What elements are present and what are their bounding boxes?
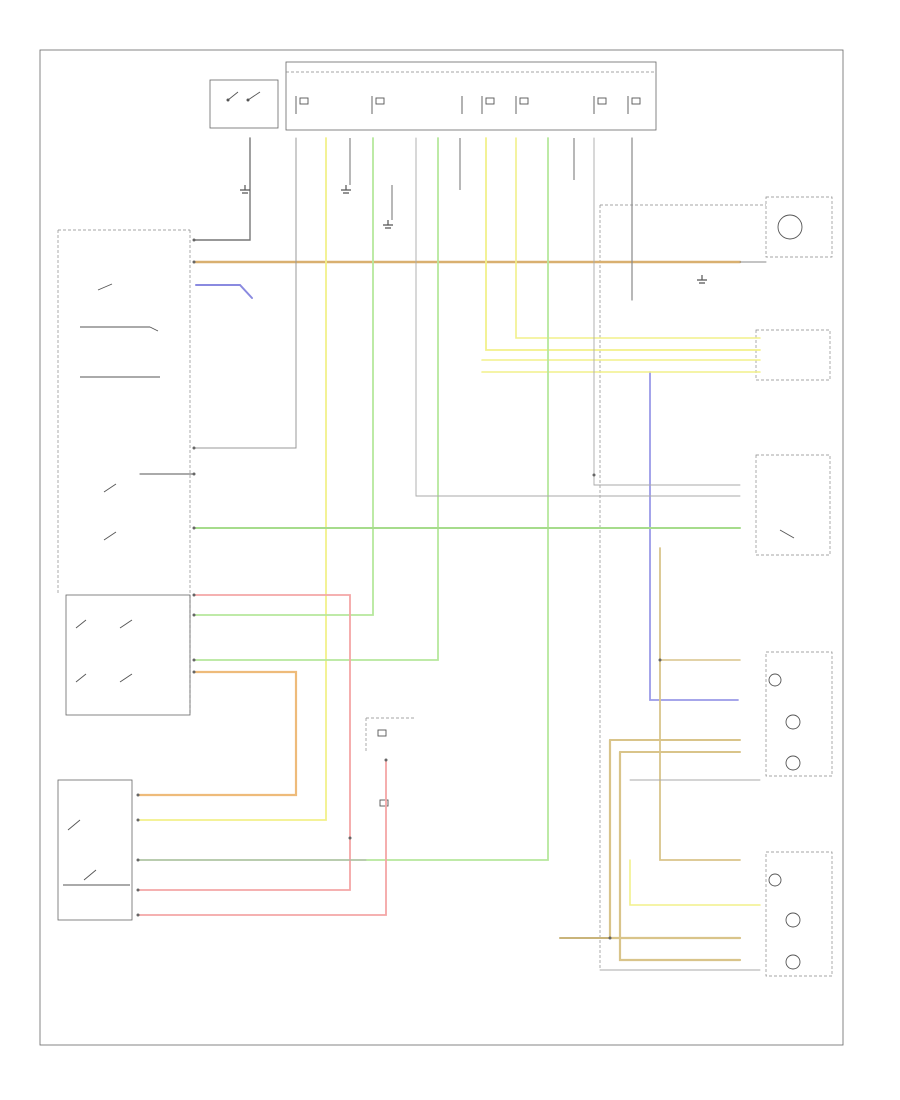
fog-light-switch-box xyxy=(755,454,831,556)
right-rear-lamp-box xyxy=(765,851,833,977)
diagram-border xyxy=(39,49,844,1046)
light-switch-box xyxy=(65,594,191,716)
fuse-box-middle xyxy=(365,717,414,807)
combination-meter-box xyxy=(755,329,831,381)
switch-contact-icon xyxy=(75,283,160,683)
left-rear-lamp-box xyxy=(765,651,833,777)
horn-box xyxy=(765,196,833,258)
ignition-switch-box xyxy=(209,79,279,129)
lamp-bulb-icon xyxy=(777,214,803,240)
ground-symbol xyxy=(240,185,707,284)
connector-dots xyxy=(136,238,662,940)
headlight-switch-panel xyxy=(57,229,191,716)
fuse-box-top xyxy=(209,61,657,131)
fuse-icon xyxy=(299,97,641,105)
right-components xyxy=(599,196,833,977)
wires xyxy=(136,137,767,971)
wire-stubs xyxy=(349,138,575,220)
headlight-relay-box xyxy=(57,779,133,921)
